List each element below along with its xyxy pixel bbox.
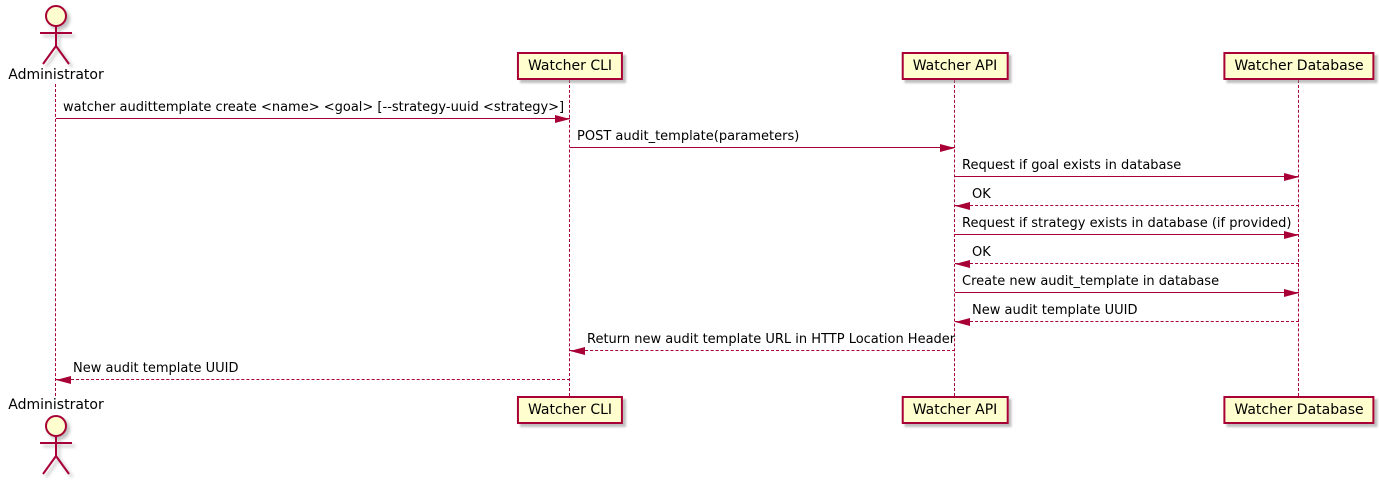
message-arrowhead-7 — [955, 317, 970, 326]
message-label-0: watcher audittemplate create <name> <goa… — [63, 100, 565, 115]
message-arrowhead-3 — [955, 201, 970, 210]
lifeline-administrator — [55, 84, 56, 396]
message-arrow-line-3 — [955, 205, 1299, 206]
actor-label-bottom-administrator: Administrator — [8, 397, 104, 413]
participant-box-bottom-watcher-api: Watcher API — [901, 396, 1009, 424]
participant-box-bottom-watcher-cli: Watcher CLI — [516, 396, 624, 424]
participant-box-top-watcher-api: Watcher API — [901, 52, 1009, 80]
message-label-7: New audit template UUID — [972, 303, 1138, 318]
message-arrowhead-8 — [570, 346, 585, 355]
message-label-2: Request if goal exists in database — [962, 158, 1182, 173]
message-arrowhead-6 — [1284, 288, 1299, 297]
lifeline-watcher-cli — [569, 80, 570, 396]
message-label-5: OK — [972, 245, 991, 260]
message-arrowhead-4 — [1284, 230, 1299, 239]
message-arrowhead-2 — [1284, 172, 1299, 181]
message-label-4: Request if strategy exists in database (… — [962, 216, 1292, 231]
message-label-6: Create new audit_template in database — [962, 274, 1220, 289]
participant-box-bottom-watcher-database: Watcher Database — [1223, 396, 1375, 424]
message-arrow-line-4 — [955, 234, 1299, 235]
actor-figure-top-administrator — [36, 4, 76, 68]
message-label-9: New audit template UUID — [73, 361, 239, 376]
message-arrowhead-9 — [56, 375, 71, 384]
message-label-3: OK — [972, 187, 991, 202]
message-arrow-line-6 — [955, 292, 1299, 293]
message-arrow-line-7 — [955, 321, 1299, 322]
message-arrowhead-1 — [940, 143, 955, 152]
participant-box-top-watcher-database: Watcher Database — [1223, 52, 1375, 80]
message-arrow-line-5 — [955, 263, 1299, 264]
message-label-8: Return new audit template URL in HTTP Lo… — [587, 332, 956, 347]
message-arrow-line-0 — [56, 118, 570, 119]
message-arrowhead-5 — [955, 259, 970, 268]
message-label-1: POST audit_template(parameters) — [577, 129, 800, 144]
message-arrow-line-9 — [56, 379, 570, 380]
actor-label-top-administrator: Administrator — [8, 67, 104, 83]
message-arrow-line-2 — [955, 176, 1299, 177]
actor-figure-bottom-administrator — [36, 414, 76, 478]
message-arrow-line-1 — [570, 147, 955, 148]
message-arrowhead-0 — [555, 114, 570, 123]
message-arrow-line-8 — [570, 350, 955, 351]
participant-box-top-watcher-cli: Watcher CLI — [516, 52, 624, 80]
lifeline-watcher-api — [954, 80, 955, 396]
